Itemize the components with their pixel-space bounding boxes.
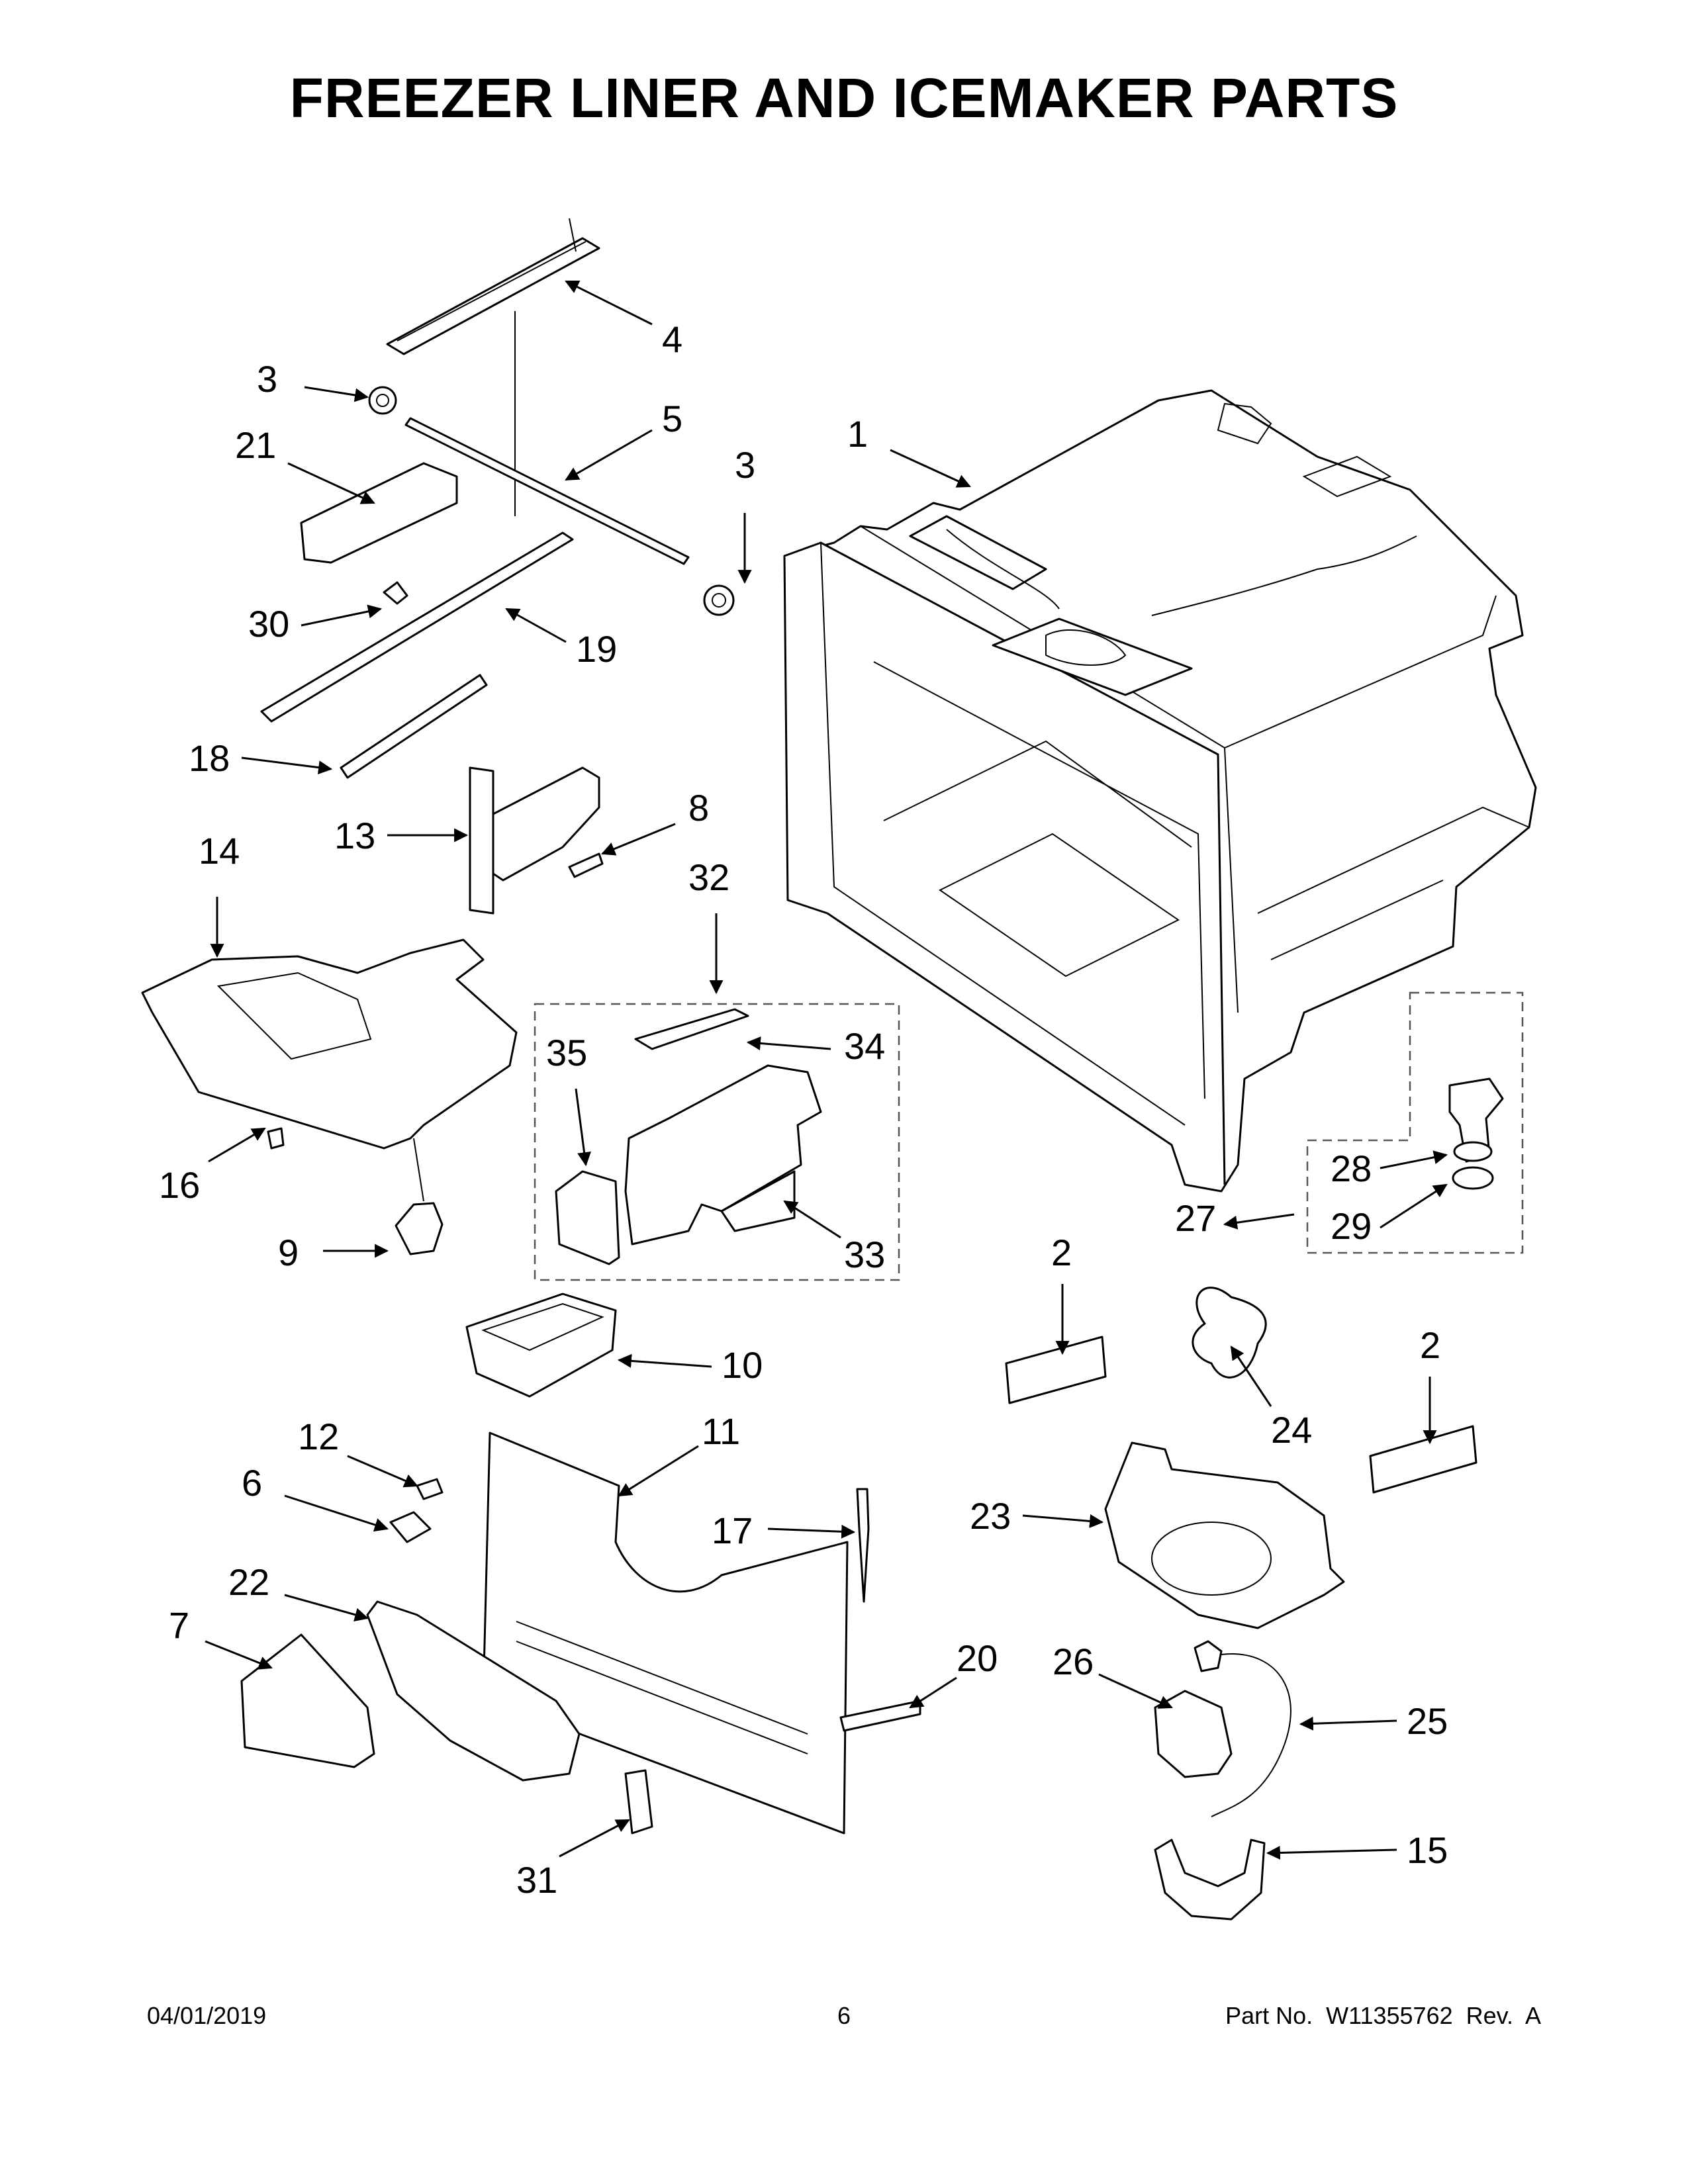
part-3-gear-right-hub [712,593,726,608]
callout-2-right: 2 [1420,1324,1440,1366]
callout-29: 29 [1331,1205,1372,1247]
callout-25: 25 [1407,1700,1448,1742]
part-26-connector [1194,1640,1223,1672]
part-31-clip [624,1769,653,1835]
callout-14: 14 [199,830,240,872]
part-10-tray-inner [481,1302,604,1351]
part-9-guide-line [413,1138,424,1202]
callout-12: 12 [298,1416,339,1457]
callout-3-left: 3 [257,358,277,400]
part-3-gear-left-hub [376,394,389,407]
callout-6: 6 [242,1462,262,1504]
part-26-fan-motor [1154,1690,1233,1778]
callout-13: 13 [334,815,375,856]
callout-34: 34 [844,1025,885,1067]
part-9-coupler [395,1202,444,1255]
water-valve-kit-group-box [1306,991,1524,1254]
part-33-mount-bracket [720,1170,796,1232]
part-20-strip [839,1700,921,1732]
part-12-screw [416,1478,444,1500]
part-29-filter-screen [1452,1166,1494,1190]
callout-20: 20 [957,1637,998,1679]
part-23-fan-opening [1151,1522,1272,1596]
callout-3-right: 3 [735,444,755,486]
part-22-grille [366,1600,581,1782]
callout-28: 28 [1331,1148,1372,1189]
callout-21: 21 [235,424,276,466]
callout-7: 7 [169,1604,189,1646]
callout-24: 24 [1271,1409,1312,1451]
part-3-gear-right [703,584,735,616]
part-14-ice-bin [141,938,518,1150]
callout-23: 23 [970,1495,1011,1537]
callout-18: 18 [189,737,230,779]
callout-5: 5 [662,398,682,439]
callout-22: 22 [228,1561,269,1603]
part-33-icemaker [624,1064,822,1246]
footer-date: 04/01/2019 [147,2002,267,2029]
part-34-harness [634,1008,749,1050]
part-35-cover [555,1170,620,1265]
part-16-clip [267,1127,285,1150]
part-2-gasket-left [1005,1336,1107,1404]
callout-30: 30 [248,603,289,645]
callout-labels: 1 2 2 3 3 4 5 6 7 8 9 10 11 12 13 14 15 … [159,318,1448,1901]
part-30-screw [383,581,408,605]
part-1-freezer-liner [783,389,1537,1193]
part-21-bracket [300,462,458,564]
part-2-gasket-right [1369,1425,1477,1494]
leader-arrows [205,280,1448,1860]
callout-15: 15 [1407,1829,1448,1871]
part-6-bracket [389,1511,432,1543]
callout-8: 8 [688,787,709,829]
part-3-gear-left [368,386,397,415]
callout-9: 9 [278,1232,299,1273]
part-11-panel-slots [516,1621,808,1754]
part-18-slide [340,674,488,779]
callout-1: 1 [847,413,868,455]
callout-27: 27 [1175,1197,1216,1239]
callout-26: 26 [1053,1641,1094,1682]
part-11-panel [482,1432,849,1835]
callout-2-left: 2 [1051,1232,1072,1273]
callout-32: 32 [688,856,729,898]
callout-33: 33 [844,1234,885,1275]
part-4-rail [386,218,600,355]
part-23-fan-shroud [1104,1441,1345,1629]
part-19-slide [260,531,574,723]
part-25-wire-harness [1211,1653,1291,1817]
callout-10: 10 [722,1344,763,1386]
part-5-shaft [404,417,690,565]
callout-4: 4 [662,318,682,360]
part-8-screw [568,852,604,878]
part-7-cover [240,1633,375,1768]
part-17-sensor [856,1488,870,1603]
part-15-bracket [1154,1839,1266,1921]
part-24-fan-blade [1192,1287,1267,1379]
part-14-ice-bin-detail [216,972,372,1060]
part-13-chute [469,766,600,915]
footer-page-number: 6 [837,2002,851,2029]
part-28-washer [1453,1141,1493,1162]
callout-11: 11 [702,1410,740,1452]
callout-35: 35 [546,1032,587,1073]
callout-19: 19 [576,628,617,670]
callout-17: 17 [712,1510,753,1551]
footer-part-number: Part No. W11355762 Rev. A [1225,2002,1541,2029]
callout-16: 16 [159,1164,200,1206]
callout-31: 31 [516,1859,557,1901]
page-title: FREEZER LINER AND ICEMAKER PARTS [289,67,1399,129]
icemaker-kit-group-box [534,1003,900,1281]
